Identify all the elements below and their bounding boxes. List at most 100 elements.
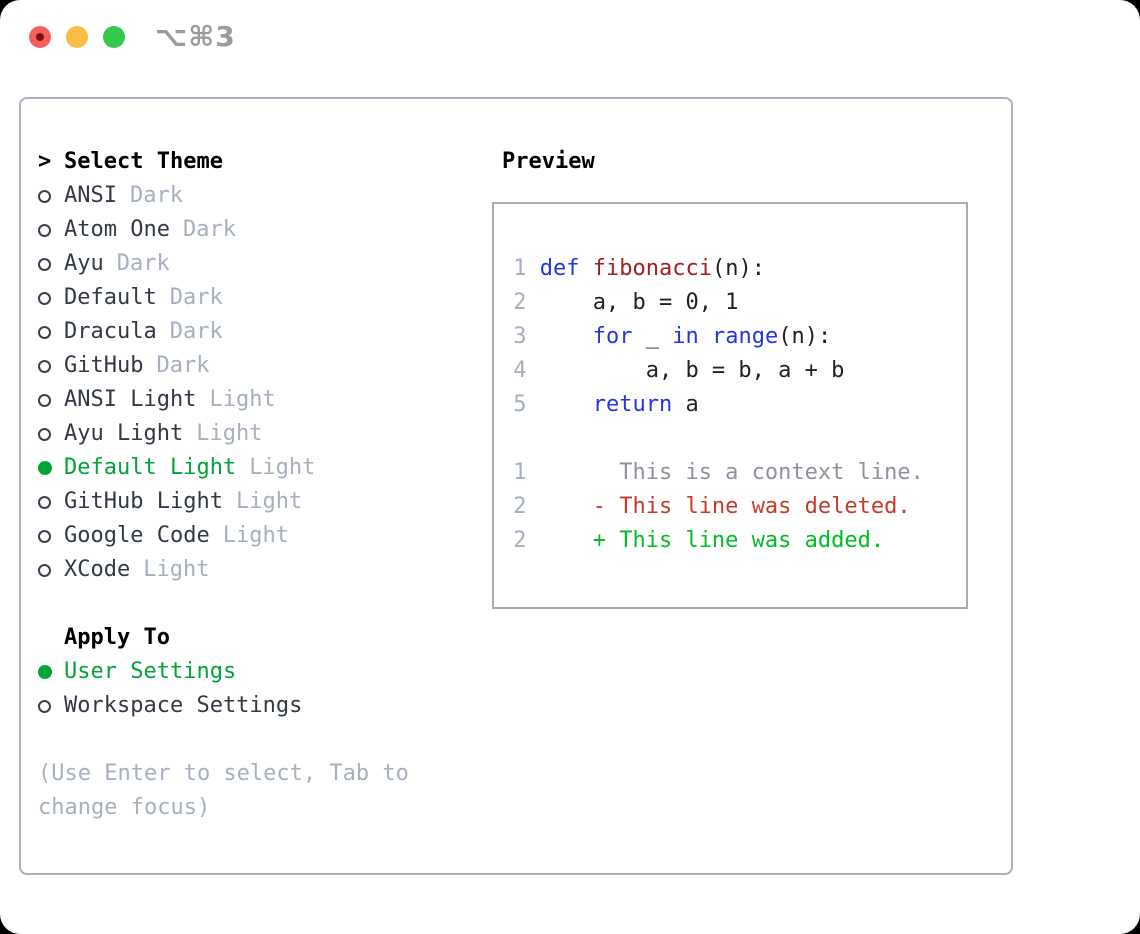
theme-variant-tag: Light — [209, 387, 276, 412]
token-function: fibonacci — [592, 256, 712, 281]
theme-option-label: Ayu Light — [64, 421, 184, 446]
token-line_number: 2 — [500, 494, 540, 519]
token-code: a, b = b, a + b — [539, 358, 845, 383]
radio-unselected-icon — [38, 189, 64, 203]
title-bar: ⌥⌘3 — [29, 20, 236, 53]
theme-option[interactable]: Atom One Dark — [38, 213, 409, 247]
close-button-icon[interactable] — [29, 26, 51, 48]
theme-option[interactable]: Default Light Light — [38, 451, 409, 485]
theme-variant-tag: Dark — [169, 319, 223, 344]
preview-code-line: 4 a, b = b, a + b — [500, 358, 844, 383]
token-code — [540, 324, 593, 349]
token-context: This is a context line. — [539, 460, 924, 485]
radio-unselected-icon — [38, 427, 64, 441]
theme-list-header-label: Select Theme — [64, 149, 223, 174]
theme-option[interactable]: ANSI Light Light — [38, 383, 409, 417]
preview-code-line: 1 def fibonacci(n): — [500, 256, 765, 281]
token-line_number: 2 — [500, 290, 540, 315]
preview-code: 1 def fibonacci(n): 2 a, b = 0, 1 3 for … — [494, 204, 966, 558]
token-keyword: range — [711, 324, 779, 349]
radio-unselected-icon — [38, 223, 64, 237]
theme-variant-tag: Light — [249, 455, 316, 480]
spacer-row — [38, 587, 409, 621]
token-line_number: 1 — [500, 256, 540, 281]
theme-option[interactable]: Dracula Dark — [38, 315, 409, 349]
preview-code-line: 3 for _ in range(n): — [500, 324, 831, 349]
theme-option-label: Google Code — [64, 523, 210, 548]
theme-option-label: XCode — [64, 557, 131, 582]
keyboard-hint: (Use Enter to select, Tab to — [38, 761, 409, 786]
theme-option[interactable]: Default Dark — [38, 281, 409, 315]
token-keyword: def — [539, 256, 580, 281]
token-line_number: 2 — [500, 528, 540, 553]
theme-option[interactable]: Google Code Light — [38, 519, 409, 553]
spacer-row — [38, 723, 409, 757]
theme-option-label: ANSI Light — [64, 387, 197, 412]
theme-option[interactable]: Ayu Light Light — [38, 417, 409, 451]
token-line_number: 1 — [500, 460, 540, 485]
token-keyword: in — [672, 324, 699, 349]
token-code: a, b = 0, 1 — [539, 290, 739, 315]
token-deleted: - This line was deleted. — [539, 494, 911, 519]
radio-unselected-icon — [38, 325, 64, 339]
radio-unselected-icon — [38, 699, 64, 713]
theme-option[interactable]: GitHub Dark — [38, 349, 409, 383]
theme-variant-tag: Dark — [169, 285, 223, 310]
radio-unselected-icon — [38, 393, 64, 407]
radio-unselected-icon — [38, 529, 64, 543]
preview-code-line: 2 a, b = 0, 1 — [500, 290, 738, 315]
radio-unselected-icon — [38, 291, 64, 305]
preview-title: Preview — [502, 149, 595, 174]
preview-code-line: 2 + This line was added. — [500, 528, 884, 553]
token-code: (n): — [711, 256, 765, 281]
theme-option-label: Ayu — [64, 251, 104, 276]
radio-unselected-icon — [38, 359, 64, 373]
radio-selected-icon — [38, 665, 64, 679]
theme-variant-tag: Dark — [156, 353, 210, 378]
theme-variant-tag: Light — [235, 489, 303, 514]
theme-variant-tag: Light — [196, 421, 263, 446]
theme-list-header: > Select Theme — [38, 145, 409, 179]
focus-caret-icon: > — [38, 149, 52, 174]
theme-option-label: Default — [64, 285, 157, 310]
apply-to-option[interactable]: Workspace Settings — [38, 689, 409, 723]
token-keyword: for — [592, 324, 633, 349]
token-code: _ — [632, 324, 673, 349]
token-line_number: 4 — [500, 358, 540, 383]
apply-to-header-label: Apply To — [64, 625, 170, 650]
token-added: + This line was added. — [539, 528, 885, 553]
theme-option[interactable]: XCode Light — [38, 553, 409, 587]
theme-option-label: Atom One — [64, 217, 170, 242]
apply-to-option-label: Workspace Settings — [64, 693, 303, 718]
radio-selected-icon — [38, 461, 64, 475]
theme-variant-tag: Light — [143, 557, 210, 582]
preview-code-line: 5 return a — [500, 392, 699, 417]
window-shortcut-label: ⌥⌘3 — [155, 20, 236, 53]
token-code — [699, 324, 712, 349]
token-code — [580, 256, 593, 281]
preview-box: 1 def fibonacci(n): 2 a, b = 0, 1 3 for … — [492, 202, 968, 609]
token-code — [540, 392, 593, 417]
minimize-button-icon[interactable] — [66, 26, 88, 48]
theme-variant-tag: Light — [222, 523, 289, 548]
token-line_number: 5 — [500, 392, 540, 417]
apply-to-option[interactable]: User Settings — [38, 655, 409, 689]
theme-variant-tag: Dark — [182, 217, 236, 242]
token-code: a — [672, 392, 699, 417]
preview-code-line: 1 This is a context line. — [500, 460, 924, 485]
theme-option-label: Default Light — [64, 455, 237, 480]
keyboard-hint: change focus) — [38, 795, 211, 820]
apply-to-header: Apply To — [38, 621, 409, 655]
theme-option-label: Dracula — [64, 319, 157, 344]
token-code: (n): — [778, 324, 832, 349]
radio-unselected-icon — [38, 495, 64, 509]
radio-unselected-icon — [38, 563, 64, 577]
maximize-button-icon[interactable] — [103, 26, 125, 48]
radio-unselected-icon — [38, 257, 64, 271]
theme-option-label: GitHub — [64, 353, 144, 378]
